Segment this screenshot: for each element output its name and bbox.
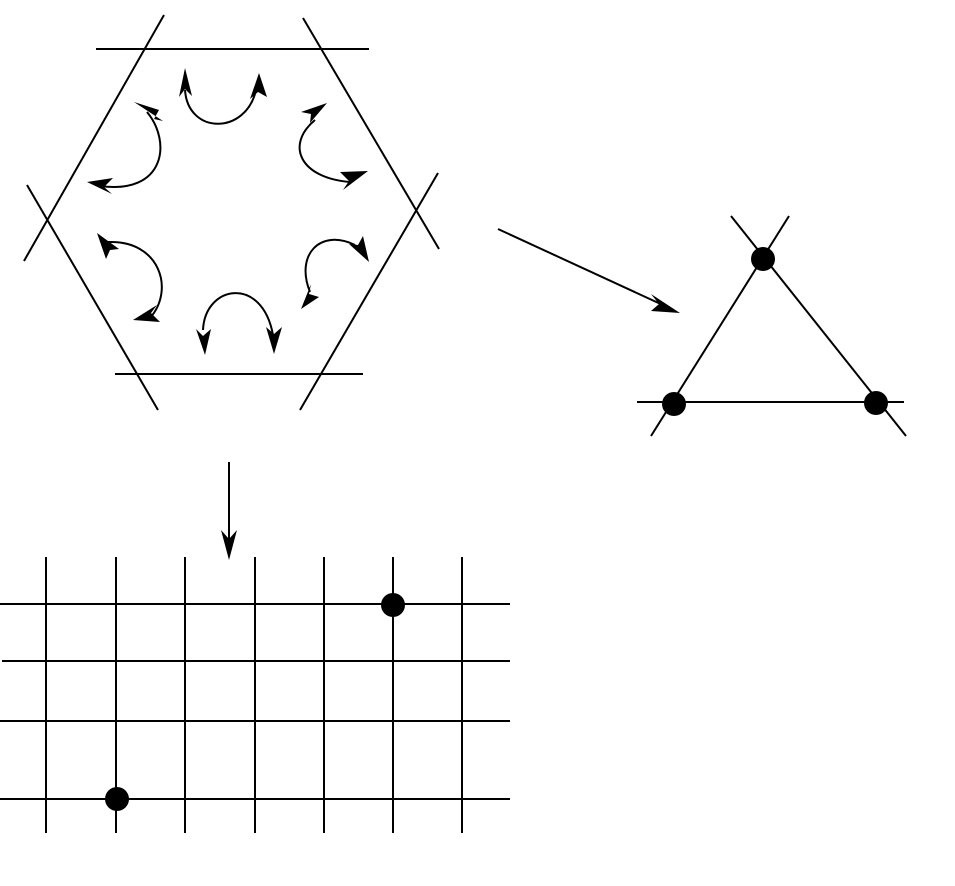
hexagon-edge-lower-left [26,184,159,411]
triangle-vertex-top-dot [751,247,775,271]
connector-to-triangle-line [497,228,666,307]
hexagon-edge-upper-right [302,17,440,250]
triangle-panel [637,215,907,437]
curl-arrow-6 [99,111,162,189]
triangle-vertex-left-dot [662,392,686,416]
connector-to-grid-head [221,530,237,560]
arrowheads [87,68,369,355]
curl-arrow-2 [298,119,351,183]
hexagon-panel [23,14,440,411]
square-grid-panel [0,557,510,833]
arrowhead-4a [196,329,211,355]
connector-to-grid [221,462,237,560]
hexagon-edge-upper-left [23,14,165,262]
arrowhead-6a [134,102,163,121]
arrowhead-5b [97,233,119,259]
arrowhead-2b [340,171,368,190]
connector-to-triangle-head [651,294,680,313]
curl-arrows [99,89,356,336]
arrowhead-1a [179,68,192,97]
curl-arrow-3 [304,238,356,293]
arrowhead-4b [266,327,282,354]
curl-arrow-5 [107,240,163,319]
arrowhead-5a [133,305,160,322]
grid-point-dot [381,593,405,617]
arrowhead-1b [250,73,267,99]
arrowhead-6b [87,178,113,194]
triangle-vertex-right-dot [864,391,888,415]
arrowhead-3a [349,236,369,262]
arrowhead-2a [301,103,327,123]
connector-to-triangle [497,228,680,313]
curl-arrow-4 [202,292,274,336]
hexagon-edge-lower-right [299,172,439,411]
curl-arrow-1 [184,89,257,125]
arrowhead-3b [301,284,319,309]
grid-point-dot [105,787,129,811]
